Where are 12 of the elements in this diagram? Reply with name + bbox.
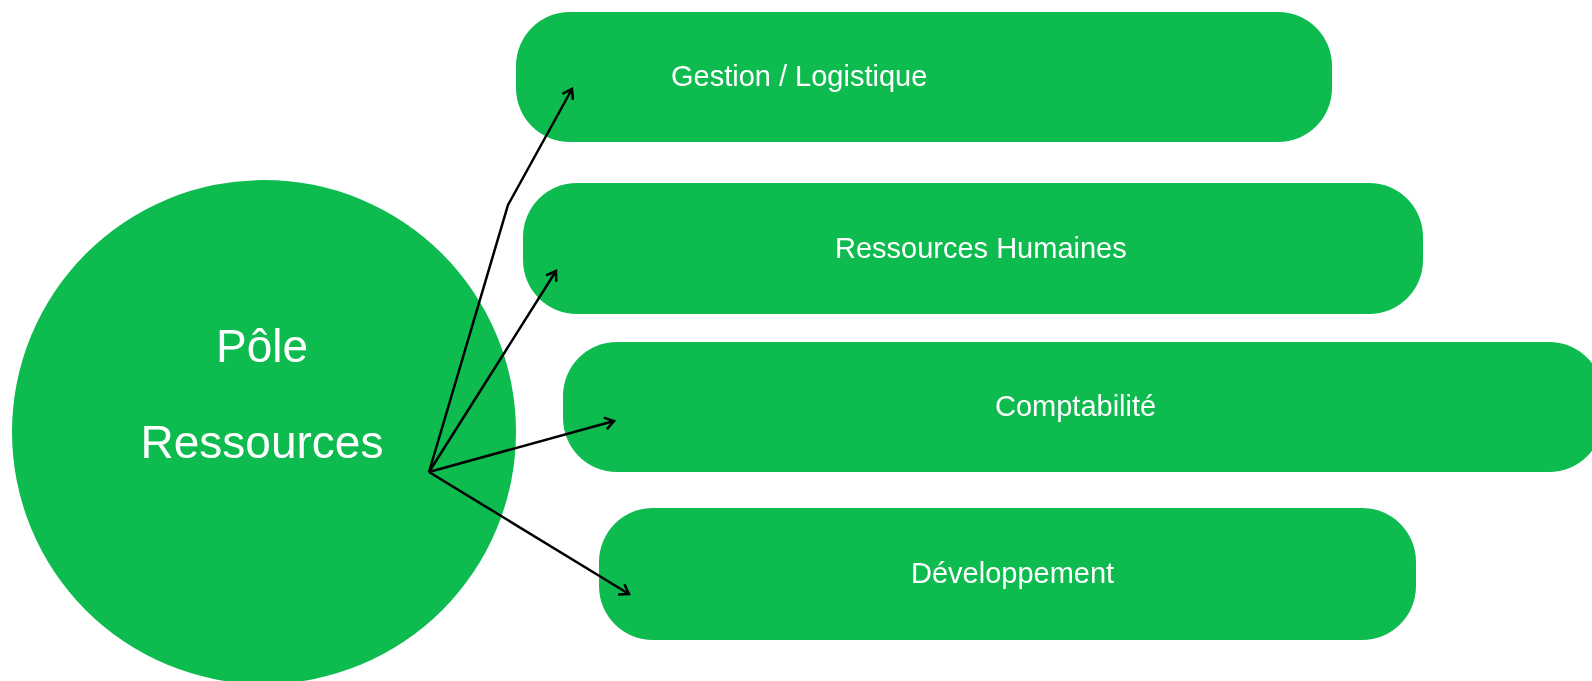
node-label: Comptabilité [995, 389, 1157, 425]
arrow [428, 416, 616, 474]
rounded-box [599, 508, 1416, 640]
arrow [428, 470, 631, 596]
node-label: Développement [911, 556, 1115, 592]
arrow [427, 87, 575, 473]
rounded-box [523, 183, 1423, 314]
node-label: Pôle Ressources [139, 319, 385, 470]
arrow [427, 269, 558, 473]
node-label: Gestion / Logistique [671, 59, 928, 95]
node-label: Ressources Humaines [835, 230, 1127, 266]
rounded-box [563, 342, 1592, 472]
